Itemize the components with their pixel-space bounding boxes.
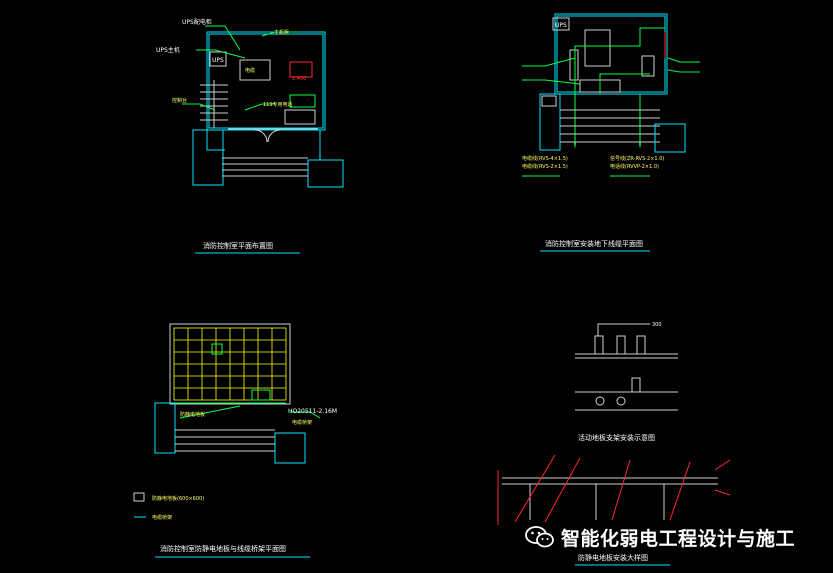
legend-item: 电缆线(RVS-2×1.5) — [522, 163, 568, 170]
red-note: 2.400 — [292, 76, 306, 82]
legend-line-label: 电缆桥架 — [152, 514, 172, 521]
label-pc: 119专用电话 — [263, 101, 293, 108]
title-bottom-left: 消防控制室防静电地板与线缆桥架平面图 — [160, 544, 286, 553]
legend-item: 电话线(RVVP-2×1.0) — [610, 163, 659, 170]
legend-item: 电缆线(RVS-4×1.5) — [522, 155, 568, 162]
dim-label: 300 — [652, 322, 662, 328]
label-grid: 防静电地板 — [180, 411, 205, 418]
title-mid-right: 活动地板支架安装示意图 — [578, 433, 655, 442]
drawing-top-right: UPS 电缆线(RVS-4×1.5) 电缆线(RVS-2×1.5) 信号线(ZR… — [522, 13, 700, 252]
ups-tag-top-right: UPS — [555, 22, 567, 29]
title-bottom-right: 防静电地板安装大样图 — [578, 553, 648, 562]
wechat-icon — [525, 526, 554, 548]
drawing-bottom-left: 防静电地板 电缆桥架 HO20511-2.16M 防静电地板(600×600) … — [133, 323, 337, 558]
label-host-cabinet: 主机柜 — [274, 29, 289, 36]
legend-item: 信号线(ZR-RVS-2×1.0) — [610, 155, 664, 162]
watermark: 智能化弱电工程设计与施工 — [525, 521, 825, 553]
title-top-right: 消防控制室安装地下线缆平面图 — [545, 239, 643, 248]
label-spec: HO20511-2.16M — [288, 408, 337, 415]
drawing-bottom-right: 300 活动地板支架安装示意图 防静电地板安装大样图 — [497, 322, 731, 566]
drawing-top-left: UPS 2.400 UPS配电柜 UPS主机 主机柜 119专用电话 控制台 电… — [156, 18, 344, 254]
label-console: 控制台 — [172, 97, 187, 104]
label-ups-host: UPS主机 — [156, 46, 180, 54]
ups-tag-top-left: UPS — [212, 57, 224, 64]
label-ups-cabinet: UPS配电柜 — [182, 18, 212, 26]
label-cable: 电缆 — [245, 67, 255, 74]
watermark-text: 智能化弱电工程设计与施工 — [561, 527, 796, 550]
label-tray: 电缆桥架 — [292, 419, 312, 426]
legend-top-right: 电缆线(RVS-4×1.5) 电缆线(RVS-2×1.5) 信号线(ZR-RVS… — [522, 155, 664, 177]
legend-box-label: 防静电地板(600×600) — [152, 495, 204, 502]
title-top-left: 消防控制室平面布置图 — [203, 241, 273, 250]
